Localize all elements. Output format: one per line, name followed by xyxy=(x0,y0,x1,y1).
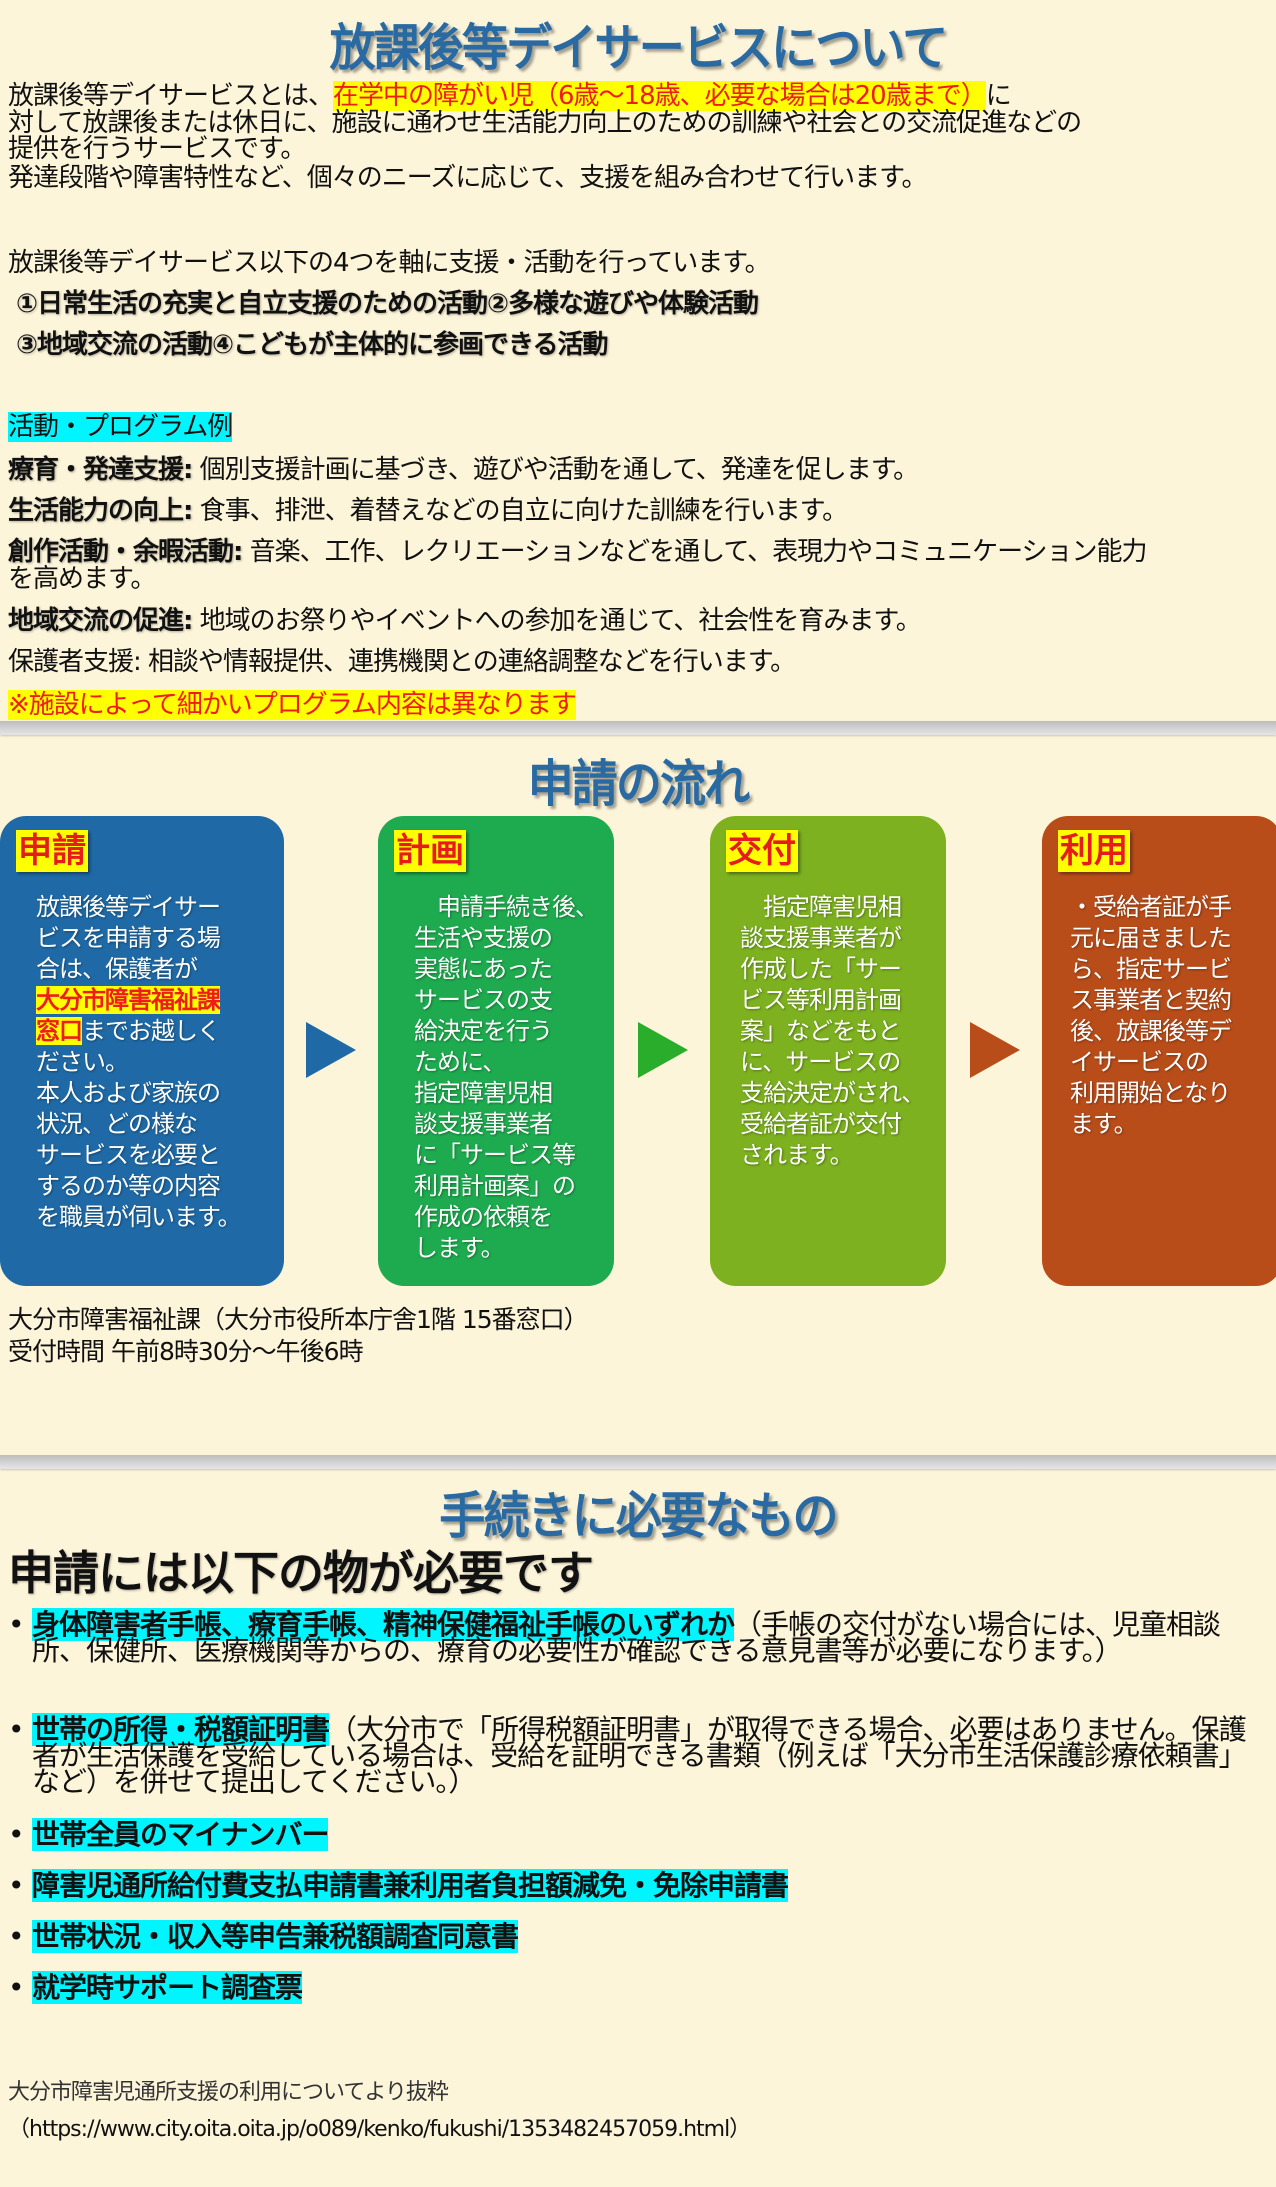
step-label: 計画 xyxy=(394,830,466,872)
requirement-name: 世帯全員のマイナンバー xyxy=(32,1818,329,1851)
program-note-text: ※施設によって細かいプログラム内容は異なります xyxy=(8,690,577,720)
program-label: 創作活動・余暇活動: xyxy=(8,537,243,567)
step-label: 申請 xyxy=(16,830,88,872)
program-text: 相談や情報提供、連携機関との連絡調整などを行います。 xyxy=(140,647,796,677)
section-title-about: 放課後等デイサービスについて xyxy=(329,19,949,77)
requirement-name: 就学時サポート調査票 xyxy=(32,1971,303,2004)
bullet-icon: • xyxy=(8,1608,24,1641)
section-title-requirements: 手続きに必要なもの xyxy=(439,1487,838,1545)
program-item: 生活能力の向上: 食事、排泄、着替えなどの自立に向けた訓練を行います。 xyxy=(8,496,848,526)
section-divider xyxy=(0,1455,1276,1469)
flow-step-plan: 計画 申請手続き後、 生活や支援の 実態にあった サービスの支 給決定を行う た… xyxy=(378,816,614,1286)
step-text-part: 放課後等デイサー ビスを申請する場 合は、保護者が xyxy=(36,893,221,983)
flow-step-use: 利用 ・受給者証が手 元に届きました ら、指定サービ ス事業者と契約 後、放課後… xyxy=(1042,816,1276,1286)
step-text: 指定障害児相 談支援事業者が 作成した「サー ビス等利用計画 案」などをもと に… xyxy=(740,893,925,1169)
requirement-name: 世帯の所得・税額証明書 xyxy=(32,1713,330,1746)
section-title-flow: 申請の流れ xyxy=(527,755,751,813)
axis-line-1: ①日常生活の充実と自立支援のための活動②多様な遊びや体験活動 xyxy=(16,289,759,319)
arrow-right-icon xyxy=(970,1022,1020,1078)
requirement-name: 障害児通所給付費支払申請書兼利用者負担額減免・免除申請書 xyxy=(32,1869,789,1902)
step-label: 交付 xyxy=(726,830,798,872)
program-item: 創作活動・余暇活動: 音楽、工作、レクリエーションなどを通して、表現力やコミュニ… xyxy=(8,537,1148,594)
bullet-icon: • xyxy=(8,1818,24,1851)
program-text: 食事、排泄、着替えなどの自立に向けた訓練を行います。 xyxy=(192,496,848,526)
program-label: 地域交流の促進: xyxy=(8,606,193,636)
arrow-right-icon xyxy=(306,1022,356,1078)
program-note: ※施設によって細かいプログラム内容は異なります xyxy=(8,690,577,720)
program-item: 地域交流の促進: 地域のお祭りやイベントへの参加を通じて、社会性を育みます。 xyxy=(8,606,922,636)
requirement-note: （手帳の交付がない場合には、児童相談所、保健所、医療機関等からの、療育の必要性が… xyxy=(32,1608,1221,1667)
program-text: を高めます。 xyxy=(8,564,156,594)
step-text: ・受給者証が手 元に届きました ら、指定サービ ス事業者と契約 後、放課後等デ … xyxy=(1070,893,1232,1138)
eligibility-highlight: 在学中の障がい児（6歳～18歳、必要な場合は20歳まで） xyxy=(333,81,987,111)
flow-step-issue: 交付 指定障害児相 談支援事業者が 作成した「サー ビス等利用計画 案」などをも… xyxy=(710,816,946,1286)
step-text-part: までお越しく ださい。 本人および家族の 状況、どの様な サービスを必要と する… xyxy=(36,1017,242,1231)
program-item: 保護者支援: 相談や情報提供、連携機関との連絡調整などを行います。 xyxy=(8,647,796,677)
intro-line-1: 放課後等デイサービスとは、在学中の障がい児（6歳～18歳、必要な場合は20歳まで… xyxy=(8,81,1012,111)
program-text: 地域のお祭りやイベントへの参加を通じて、社会性を育みます。 xyxy=(192,606,922,636)
program-text: 音楽、工作、レクリエーションなどを通して、表現力やコミュニケーション能力 xyxy=(242,537,1148,567)
axis-intro: 放課後等デイサービス以下の4つを軸に支援・活動を行っています。 xyxy=(8,248,771,278)
program-text: 個別支援計画に基づき、遊びや活動を通して、発達を促します。 xyxy=(192,455,920,485)
bullet-icon: • xyxy=(8,1869,24,1902)
bullet-icon: • xyxy=(8,1920,24,1953)
requirement-note: （大分市で「所得税額証明書」が取得できる場合、必要はありません。保護者が生活保護… xyxy=(32,1713,1247,1798)
office-info: 大分市障害福祉課（大分市役所本庁舎1階 15番窓口） xyxy=(8,1305,589,1334)
citation-source: 大分市障害児通所支援の利用についてより抜粋 xyxy=(8,2080,449,2105)
intro-line-4: 発達段階や障害特性など、個々のニーズに応じて、支援を組み合わせて行います。 xyxy=(8,163,928,193)
program-label: 療育・発達支援: xyxy=(8,455,193,485)
program-item: 療育・発達支援: 個別支援計画に基づき、遊びや活動を通して、発達を促します。 xyxy=(8,455,920,485)
bullet-icon: • xyxy=(8,1713,24,1746)
bullet-icon: • xyxy=(8,1971,24,2004)
requirement-name: 身体障害者手帳、療育手帳、精神保健福祉手帳のいずれか xyxy=(32,1608,735,1641)
program-label: 保護者支援: xyxy=(8,647,142,677)
office-hours: 受付時間 午前8時30分～午後6時 xyxy=(8,1337,364,1366)
citation-url[interactable]: （https://www.city.oita.oita.jp/o089/kenk… xyxy=(8,2117,751,2142)
programs-heading-text: 活動・プログラム例 xyxy=(8,412,233,442)
requirements-subtitle: 申請には以下の物が必要です xyxy=(8,1546,594,1600)
program-label: 生活能力の向上: xyxy=(8,496,193,526)
requirement-name: 世帯状況・収入等申告兼税額調査同意書 xyxy=(32,1920,519,1953)
intro-line-3: 提供を行うサービスです。 xyxy=(8,134,306,164)
intro-line-2: 対して放課後または休日に、施設に通わせ生活能力向上のための訓練や社会との交流促進… xyxy=(8,108,1082,138)
step-text: 申請手続き後、 生活や支援の 実態にあった サービスの支 給決定を行う ために、… xyxy=(414,893,599,1262)
step-text: 放課後等デイサー ビスを申請する場 合は、保護者が 大分市障害福祉課 窓口までお… xyxy=(36,892,278,1233)
step-label: 利用 xyxy=(1058,830,1130,872)
arrow-right-icon xyxy=(638,1022,688,1078)
intro-text: 放課後等デイサービスとは、 xyxy=(8,81,334,111)
section-divider xyxy=(0,721,1276,735)
flow-step-apply: 申請 放課後等デイサー ビスを申請する場 合は、保護者が 大分市障害福祉課 窓口… xyxy=(0,816,284,1286)
programs-heading: 活動・プログラム例 xyxy=(8,412,233,442)
axis-line-2: ③地域交流の活動④こどもが主体的に参画できる活動 xyxy=(16,330,609,360)
intro-text: に xyxy=(985,81,1012,111)
